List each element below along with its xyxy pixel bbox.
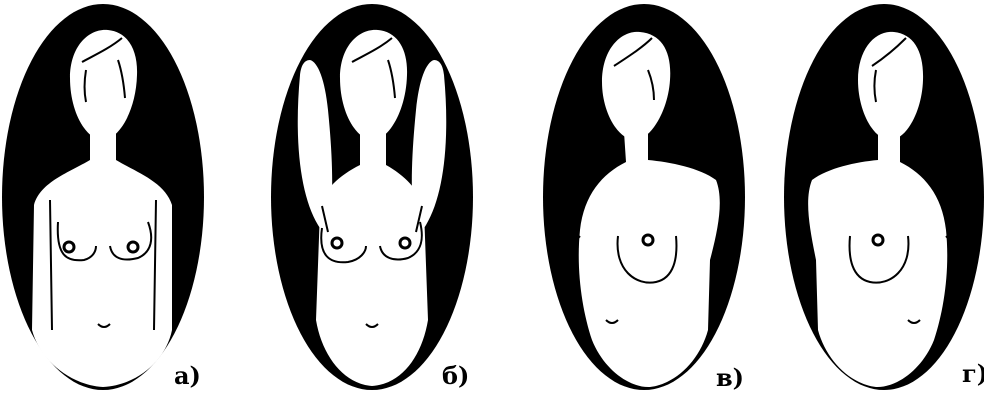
- figure-label-a: а): [174, 364, 201, 388]
- figure-label-b: б): [442, 364, 469, 388]
- illustration-turned-right: [540, 0, 786, 394]
- illustration-arms-raised: [270, 0, 516, 394]
- figure-panel-a: а): [0, 0, 246, 394]
- figure-panel-v: в): [540, 0, 786, 394]
- figure-label-g: г): [962, 362, 984, 386]
- figure-label-v: в): [716, 366, 744, 390]
- illustration-arms-down: [0, 0, 246, 394]
- figure-panel-b: б): [270, 0, 516, 394]
- illustration-turned-left: [780, 0, 984, 394]
- figure-panel-g: г): [780, 0, 984, 394]
